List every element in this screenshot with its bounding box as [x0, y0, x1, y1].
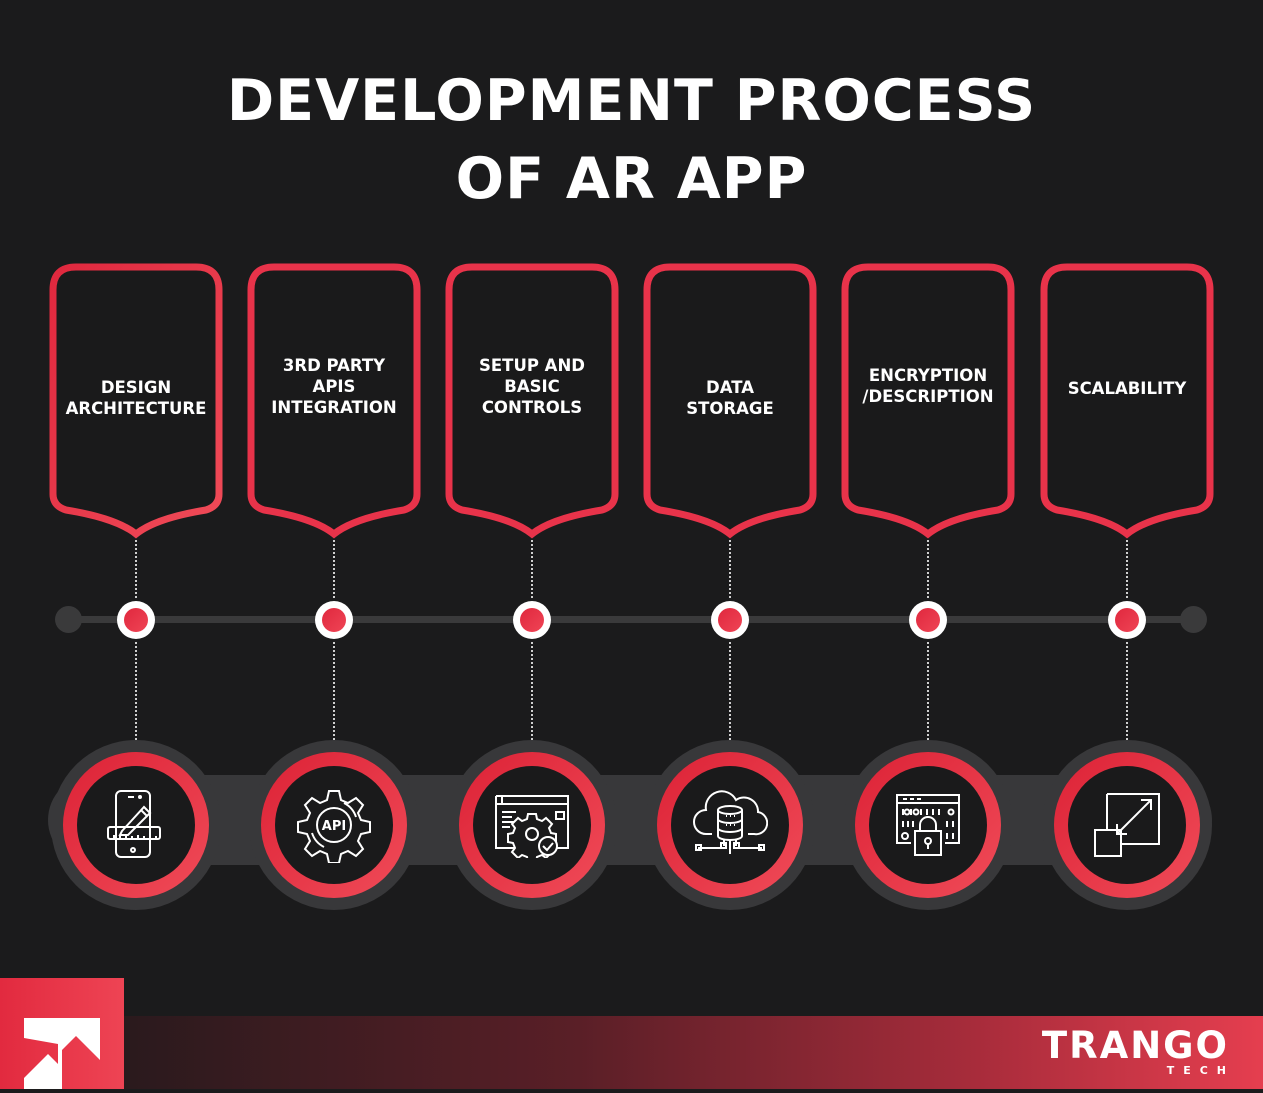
icon-chain-band [48, 775, 1212, 865]
step-label: 3RD PARTY APIS INTEGRATION [271, 355, 397, 417]
connector-dots [729, 540, 731, 598]
connector-dots [333, 642, 335, 740]
timeline-track [68, 616, 1192, 623]
card-shield-outline [445, 263, 619, 539]
step-card-encryption: ENCRYPTION /DESCRIPTION [840, 262, 1016, 540]
step-label: SCALABILITY [1067, 378, 1187, 398]
step-card-scalability: SCALABILITY [1039, 262, 1215, 540]
connector-dots [531, 642, 533, 740]
timeline-node [315, 601, 353, 639]
title-line-1: DEVELOPMENT PROCESS [226, 68, 1037, 134]
connector-dots [927, 642, 929, 740]
brand-sub: TECH [1166, 1064, 1235, 1077]
resize-expand-icon [1094, 793, 1160, 857]
card-shield-outline [643, 263, 817, 539]
connector-dots [135, 642, 137, 740]
card-shield-outline [247, 263, 421, 539]
settings-window-check-icon [495, 795, 569, 858]
step-label: ENCRYPTION /DESCRIPTION [862, 366, 994, 406]
timeline-end-cap [1180, 606, 1207, 633]
timeline-node [117, 601, 155, 639]
connector-dots [531, 540, 533, 598]
cloud-database-icon [693, 790, 768, 854]
step-card-design-architecture: DESIGN ARCHITECTURE [48, 262, 224, 540]
timeline-node [711, 601, 749, 639]
card-shield-outline [841, 263, 1015, 539]
step-label: SETUP AND BASIC CONTROLS [479, 355, 585, 417]
step-card-3rd-party-apis: 3RD PARTY APIS INTEGRATION [246, 262, 422, 540]
brand-name: TRANGO [1041, 1024, 1229, 1067]
connector-dots [729, 642, 731, 740]
timeline-node [1108, 601, 1146, 639]
connector-dots [1126, 540, 1128, 598]
icon-ring-data-storage [657, 752, 803, 898]
brand-wordmark: TRANGO TECH [1041, 1024, 1229, 1078]
title-line-2: OF AR APP [455, 146, 808, 212]
icon-ring-scalability [1054, 752, 1200, 898]
arrow-up-right-logo-icon [24, 1018, 100, 1090]
card-shield-outline [1040, 263, 1214, 539]
connector-dots [927, 540, 929, 598]
icon-ring-setup [459, 752, 605, 898]
footer-bar [124, 1016, 1263, 1089]
binary-lock-icon [896, 794, 960, 856]
connector-dots [135, 540, 137, 598]
step-card-data-storage: DATA STORAGE [642, 262, 818, 540]
card-shield-outline [49, 263, 223, 539]
timeline-node [513, 601, 551, 639]
connector-dots [1126, 642, 1128, 740]
brand-logo-mark [0, 978, 124, 1090]
page-title: DEVELOPMENT PROCESS OF AR APP [0, 62, 1263, 218]
icon-ring-design [63, 752, 209, 898]
connector-dots [333, 540, 335, 598]
timeline-node [909, 601, 947, 639]
mobile-design-ruler-icon [107, 790, 161, 858]
icon-ring-api: API [261, 752, 407, 898]
svg-text:API: API [322, 819, 346, 834]
timeline-start-cap [55, 606, 82, 633]
step-label: DATA STORAGE [686, 378, 774, 418]
icon-ring-encryption [855, 752, 1001, 898]
step-label: DESIGN ARCHITECTURE [65, 378, 207, 418]
step-card-setup-basic-controls: SETUP AND BASIC CONTROLS [444, 262, 620, 540]
api-gear-icon: API [297, 790, 371, 863]
